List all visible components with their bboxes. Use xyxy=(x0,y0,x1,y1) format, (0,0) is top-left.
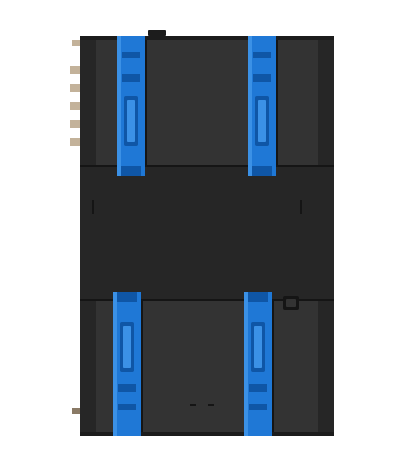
clip-foot xyxy=(248,292,268,302)
side-pin xyxy=(70,66,80,74)
clip-highlight xyxy=(244,292,248,436)
side-pin xyxy=(72,40,80,46)
clip-slot xyxy=(253,52,271,58)
side-pin xyxy=(72,408,80,414)
din-clip-bottom-right xyxy=(244,292,272,436)
clip-window-inner xyxy=(254,326,262,368)
clip-slot xyxy=(118,384,136,392)
clip-foot xyxy=(117,292,137,302)
housing-seam-lower xyxy=(80,299,334,301)
top-nub xyxy=(148,30,166,36)
clip-slot xyxy=(249,384,267,392)
clip-slot xyxy=(122,52,140,58)
side-pin xyxy=(70,102,80,110)
din-clip-top-left xyxy=(117,36,145,176)
din-clip-top-right xyxy=(248,36,276,176)
housing-seam-upper xyxy=(80,165,334,167)
clip-window-inner xyxy=(123,326,131,368)
housing-seam-vertical xyxy=(272,301,274,432)
switch-lever xyxy=(286,299,296,307)
clip-slot xyxy=(249,404,267,410)
panel-mark xyxy=(92,200,94,214)
clip-highlight xyxy=(117,36,121,176)
clip-highlight xyxy=(248,36,252,176)
housing-seam-vertical xyxy=(145,40,147,166)
panel-mark xyxy=(208,404,214,406)
panel-mark xyxy=(190,404,196,406)
clip-foot xyxy=(121,166,141,176)
side-pin xyxy=(70,120,80,128)
clip-foot xyxy=(252,166,272,176)
clip-slot xyxy=(122,74,140,82)
housing-top-lip xyxy=(80,36,334,40)
clip-window-inner xyxy=(258,100,266,142)
housing-seam-vertical xyxy=(141,301,143,432)
side-pins xyxy=(70,40,80,414)
panel-mark xyxy=(300,200,302,214)
din-clip-bottom-left xyxy=(113,292,141,436)
housing-middle-panel xyxy=(80,166,334,300)
clip-slot xyxy=(118,404,136,410)
clip-highlight xyxy=(113,292,117,436)
housing-bottom-lip xyxy=(80,432,334,436)
clip-window-inner xyxy=(127,100,135,142)
housing-seam-vertical xyxy=(276,40,278,166)
side-pin xyxy=(70,138,80,146)
clip-slot xyxy=(253,74,271,82)
side-pin xyxy=(70,84,80,92)
